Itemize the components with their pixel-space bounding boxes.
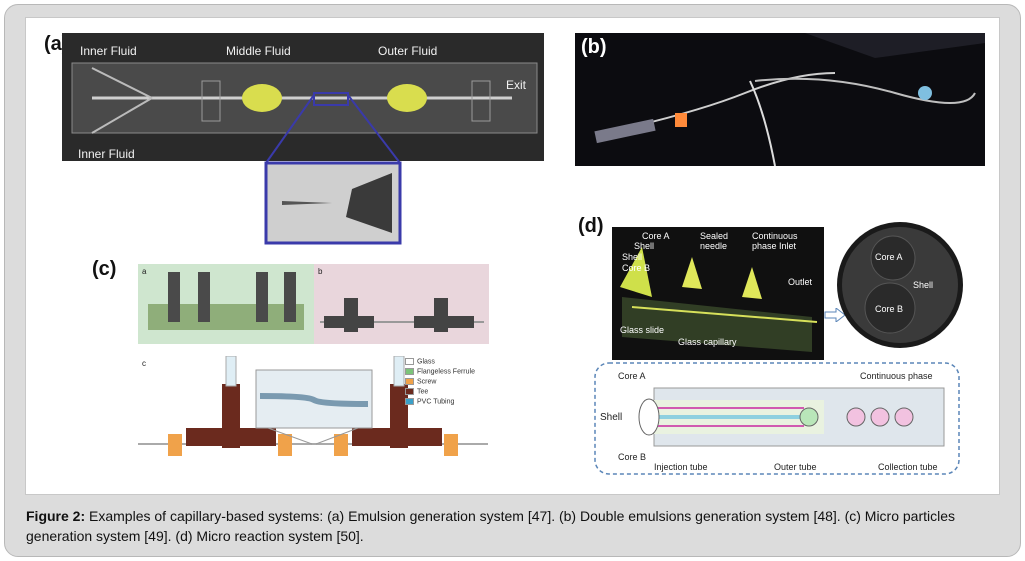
panel-c-schematic: c (138, 356, 488, 456)
figure-caption-text: Examples of capillary-based systems: (a)… (26, 508, 956, 544)
photo-shell-label-2: Shell (622, 252, 642, 262)
panel-c-sub-b: b (318, 267, 323, 276)
panel-a-zoom-inset (264, 94, 402, 245)
inner-fluid-bottom-label: Inner Fluid (78, 147, 135, 161)
panel-d-photo: Core A Shell Shell Core B Sealed needle … (612, 227, 824, 360)
panel-a-photo: Inner Fluid Middle Fluid Outer Fluid Exi… (62, 33, 544, 161)
outer-fluid-inlet (387, 84, 427, 112)
panel-b-label: (b) (581, 36, 607, 58)
panel-c-legend: Glass Flangeless Ferrule Screw Tee PVC T… (405, 358, 495, 418)
continuous-phase-label: Continuous phase (860, 371, 933, 381)
legend-item-glass: Glass (405, 358, 435, 365)
legend-item-tee: Tee (405, 388, 428, 395)
outer-tube-label: Outer tube (774, 462, 817, 472)
circle-shell-label: Shell (913, 280, 933, 290)
sealed-needle-label-2: needle (700, 241, 727, 251)
schem-core-b-label: Core B (618, 452, 646, 462)
panel-d-schematic: Core A Shell Core B Continuous phase Inj… (594, 362, 960, 475)
continuous-inlet-label-2: phase Inlet (752, 241, 797, 251)
panel-d-cross-section: Core A Shell Core B (837, 222, 963, 348)
panel-c-sub-a: a (142, 267, 147, 276)
exit-label: Exit (506, 78, 527, 92)
panel-d-label: (d) (578, 215, 604, 237)
figure-caption: Figure 2: Examples of capillary-based sy… (26, 506, 1001, 546)
photo-core-b-label: Core B (622, 263, 650, 273)
arrow-right-icon (824, 308, 846, 322)
injection-tube-label: Injection tube (654, 462, 708, 472)
collection-tube-label: Collection tube (878, 462, 938, 472)
schem-core-a-label: Core A (618, 371, 646, 381)
photo-shell-label-1: Shell (634, 241, 654, 251)
glass-slide-label: Glass slide (620, 325, 664, 335)
photo-core-a-label: Core A (642, 231, 670, 241)
circle-core-a-label: Core A (875, 252, 903, 262)
panel-c-photo-b: b (314, 264, 489, 344)
inner-fluid-top-label: Inner Fluid (80, 44, 137, 58)
sealed-needle-label: Sealed (700, 231, 728, 241)
panel-b-photo: (b) (575, 33, 985, 166)
figure-caption-label: Figure 2: (26, 508, 86, 524)
middle-fluid-inlet (242, 84, 282, 112)
circle-core-b-label: Core B (875, 304, 903, 314)
schem-shell-label: Shell (600, 412, 622, 423)
continuous-inlet-label: Continuous (752, 231, 798, 241)
legend-item-ferrule: Flangeless Ferrule (405, 368, 475, 375)
panel-c-sub-c: c (142, 359, 146, 368)
legend-item-screw: Screw (405, 378, 436, 385)
panel-c-photo-a: a (138, 264, 314, 344)
panel-c-label: (c) (92, 258, 117, 280)
legend-item-pvc-tubing: PVC Tubing (405, 398, 454, 405)
outlet-label: Outlet (788, 277, 813, 287)
glass-capillary-label: Glass capillary (678, 337, 737, 347)
middle-fluid-label: Middle Fluid (226, 44, 291, 58)
outer-fluid-label: Outer Fluid (378, 44, 437, 58)
